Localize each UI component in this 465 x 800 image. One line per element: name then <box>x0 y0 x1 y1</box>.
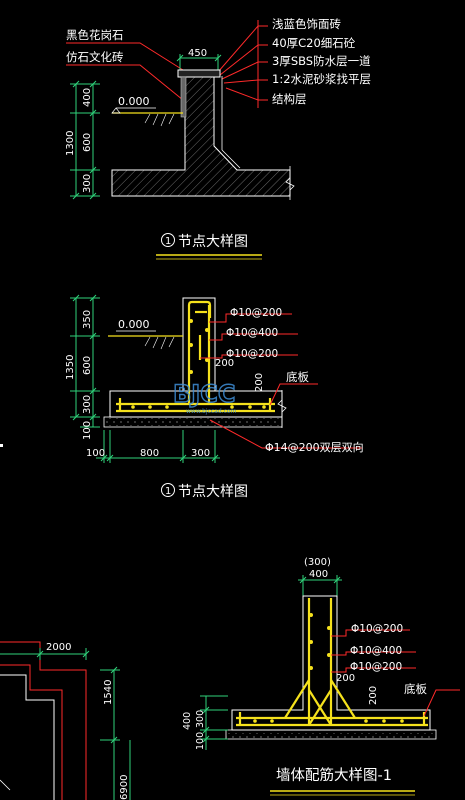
detail-3-vertical-dimensions <box>200 695 228 750</box>
detail-3-rebar-label-2: Φ10@400 <box>350 645 402 657</box>
detail-2-horizontal-dimensions <box>96 430 220 463</box>
detail-3-dim-200-vertical: 200 <box>368 686 379 705</box>
detail-3-rebar-dots <box>253 613 404 723</box>
detail-1-dim-400: 400 <box>82 88 93 107</box>
detail-2-dim-350: 350 <box>82 310 93 329</box>
detail-3-wall-reinforcement: (300) 400 <box>182 557 460 796</box>
detail-2-rebar-label-3: Φ10@200 <box>226 348 278 360</box>
plan-wall-white <box>0 674 55 800</box>
detail-1-facing <box>180 76 187 118</box>
detail-1-label-mortar: 1:2水泥砂浆找平层 <box>272 72 371 86</box>
plan-wall-outer <box>0 641 87 800</box>
detail-2-level-0: 0.000 <box>118 318 150 331</box>
detail-2-blinding <box>103 416 283 428</box>
detail-2-dim-300-horizontal: 300 <box>191 448 210 459</box>
detail-3-slab-label: 底板 <box>404 682 427 696</box>
detail-2-dim-200-vertical: 200 <box>254 373 265 392</box>
detail-1-left-leaders <box>66 42 184 101</box>
detail-1-title-number: 1 <box>165 236 171 247</box>
detail-2-dim-100: 100 <box>82 421 93 440</box>
detail-3-dim-300: 300 <box>195 710 206 728</box>
detail-3-dim-100: 100 <box>195 732 206 750</box>
detail-2-rebar-label-2: Φ10@400 <box>226 327 278 339</box>
detail-2-dim-800: 800 <box>140 448 159 459</box>
detail-1-label-tile: 浅蓝色饰面砖 <box>272 17 341 31</box>
detail-1-vertical-dimensions <box>70 80 100 200</box>
plan-dim-1540: 1540 <box>103 680 114 705</box>
detail-3-top-dimension <box>298 575 342 596</box>
detail-2-leaders <box>200 313 362 449</box>
plan-dim-2000: 2000 <box>46 642 71 653</box>
detail-2-dim-1350: 1350 <box>65 355 76 380</box>
plan-fragment: 2000 1540 6900 <box>0 444 131 800</box>
detail-2-wall-reinforcement: 0.000 Φ10@200 Φ10@400 <box>65 294 364 500</box>
detail-3-dim-200-horizontal: 200 <box>336 673 355 684</box>
detail-1-dim-450: 450 <box>188 48 207 59</box>
detail-1-coping <box>177 69 221 78</box>
detail-1-label-structure: 结构层 <box>272 92 307 106</box>
detail-1-wall <box>111 75 291 197</box>
detail-3-rebar-label-1: Φ10@200 <box>351 623 403 635</box>
detail-1-wall-section: 浅蓝色饰面砖 40厚C20细石砼 3厚SBS防水层一道 1:2水泥砂浆找平层 结… <box>65 17 371 260</box>
detail-3-dim-300-paren: (300) <box>304 557 331 568</box>
detail-3-dim-400: 400 <box>182 712 193 730</box>
detail-1-label-waterproof: 3厚SBS防水层一道 <box>272 54 371 68</box>
detail-2-dim-600: 600 <box>82 356 93 375</box>
detail-2-rebar-label-1: Φ10@200 <box>230 307 282 319</box>
detail-3-rebar <box>236 598 428 727</box>
detail-1-top-dimension <box>176 54 222 70</box>
detail-1-label-granite: 黑色花岗石 <box>66 28 124 42</box>
detail-1-dim-600: 600 <box>82 133 93 152</box>
detail-1-label-culture-brick: 仿石文化砖 <box>66 50 124 64</box>
detail-1-dim-1300: 1300 <box>65 131 76 156</box>
detail-2-title-circle <box>161 483 175 497</box>
detail-3-title: 墙体配筋大样图-1 <box>276 767 392 784</box>
plan-dim-6900: 6900 <box>119 775 130 800</box>
detail-3-rebar-label-3: Φ10@200 <box>350 661 402 673</box>
detail-3-dim-400-top: 400 <box>309 569 328 580</box>
detail-2-dim-100-horizontal: 100 <box>86 448 105 459</box>
detail-2-dim-300: 300 <box>82 395 93 414</box>
detail-2-title-number: 1 <box>165 486 171 497</box>
plan-dimensions <box>0 648 131 800</box>
detail-1-right-leaders <box>217 20 268 108</box>
detail-1-title: 节点大样图 <box>178 234 248 250</box>
detail-2-slab-label: 底板 <box>286 370 309 384</box>
plan-wall-inner <box>0 664 63 800</box>
detail-2-rebar-dots <box>131 319 266 409</box>
detail-2-watermark: BJCC <box>173 380 235 408</box>
detail-1-dim-300: 300 <box>82 174 93 193</box>
detail-3-leaders <box>331 629 460 717</box>
detail-2-title: 节点大样图 <box>178 484 248 500</box>
detail-2-dim-200-horizontal: 200 <box>215 358 234 369</box>
detail-1-title-circle <box>161 233 175 247</box>
detail-3-blinding <box>225 729 437 740</box>
detail-1-level-0: 0.000 <box>118 95 150 108</box>
detail-1-label-concrete: 40厚C20细石砼 <box>272 36 356 50</box>
detail-2-watermark-url: www.bjccad.com <box>186 408 237 415</box>
detail-2-bottom-rebar-label: Φ14@200双层双向 <box>265 440 364 454</box>
detail-2-vertical-dimensions <box>70 294 100 428</box>
